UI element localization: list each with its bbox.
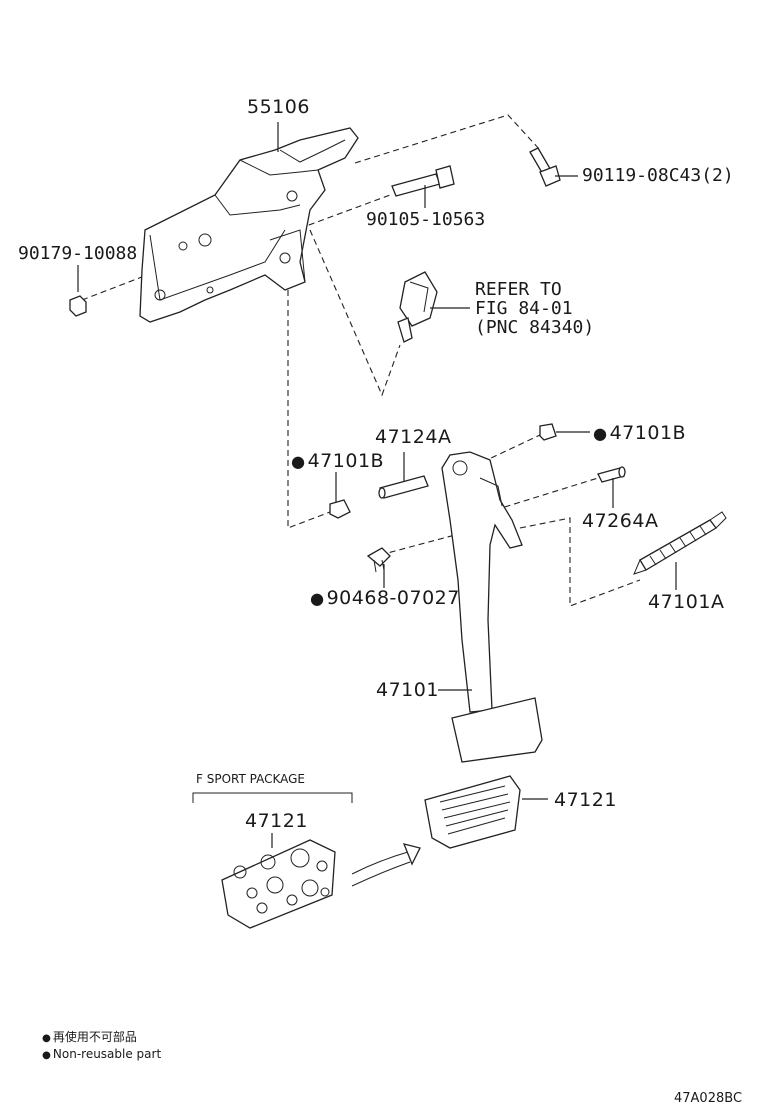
- sport-package-caption: F SPORT PACKAGE: [196, 772, 306, 786]
- bracket-55106: [139, 127, 359, 323]
- legend-line-jp: 再使用不可部品: [42, 1031, 137, 1044]
- label-refer-line3: (PNC 84340): [475, 317, 595, 338]
- label-refer-line1: REFER TO: [475, 279, 562, 300]
- label-refer-line2: FIG 84-01: [475, 298, 573, 319]
- nut-90179: [69, 295, 87, 317]
- shaft-47264A: [597, 466, 626, 483]
- label-47101B-right: 47101B: [593, 424, 686, 443]
- label-90105: 90105-10563: [366, 209, 486, 230]
- leader-lines: [77, 122, 677, 848]
- label-47264A: 47264A: [582, 510, 659, 532]
- label-90468: 90468-07027: [310, 589, 460, 608]
- bushing-47101B-right: [539, 423, 557, 441]
- label-47101: 47101: [376, 679, 439, 701]
- label-55106: 55106: [247, 96, 310, 118]
- bolt-90105: [391, 165, 455, 197]
- label-47101A: 47101A: [648, 591, 725, 613]
- label-47121-left: 47121: [245, 810, 308, 832]
- label-47101B-left: 47101B: [291, 452, 384, 471]
- bushing-47101B-left: [329, 499, 351, 519]
- bolt-90119: [529, 147, 561, 187]
- label-47121-right: 47121: [554, 789, 617, 811]
- replacement-arrow: [351, 843, 421, 887]
- figure-code: 47A028BC: [674, 1091, 743, 1106]
- stop-lamp-switch: [397, 271, 438, 343]
- sport-package-bracket: [192, 792, 353, 803]
- pedal-arm-47101: [441, 451, 523, 713]
- label-47124A: 47124A: [375, 426, 452, 448]
- pad-cover-47121-standard: [424, 775, 521, 849]
- spring-47101A: [633, 511, 727, 575]
- clip-90468: [366, 547, 391, 573]
- label-90179: 90179-10088: [18, 243, 138, 264]
- pad-cover-47121-sport: [221, 839, 336, 929]
- label-90119: 90119-08C43(2): [582, 165, 734, 186]
- legend-line-en: Non-reusable part: [42, 1048, 161, 1061]
- pin-47124A: [378, 475, 429, 499]
- dashed-reference-lines: [81, 114, 641, 607]
- pedal-pad: [451, 697, 543, 763]
